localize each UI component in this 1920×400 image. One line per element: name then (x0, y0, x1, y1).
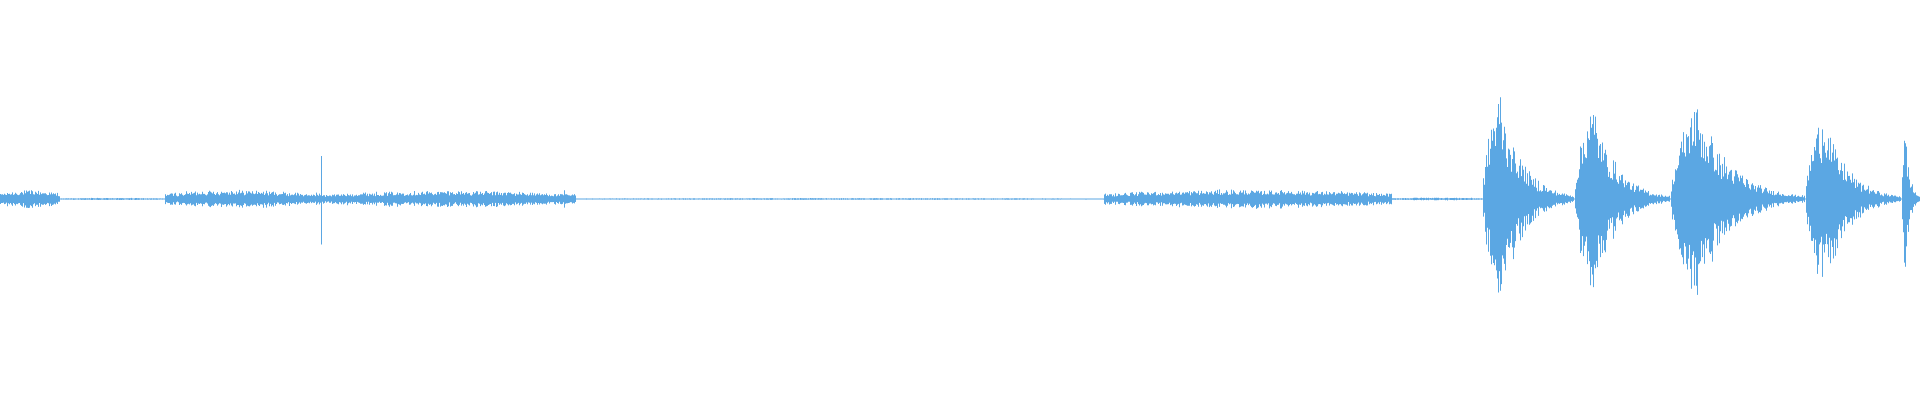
audio-waveform-view (0, 97, 1920, 295)
audio-waveform (0, 97, 1920, 295)
